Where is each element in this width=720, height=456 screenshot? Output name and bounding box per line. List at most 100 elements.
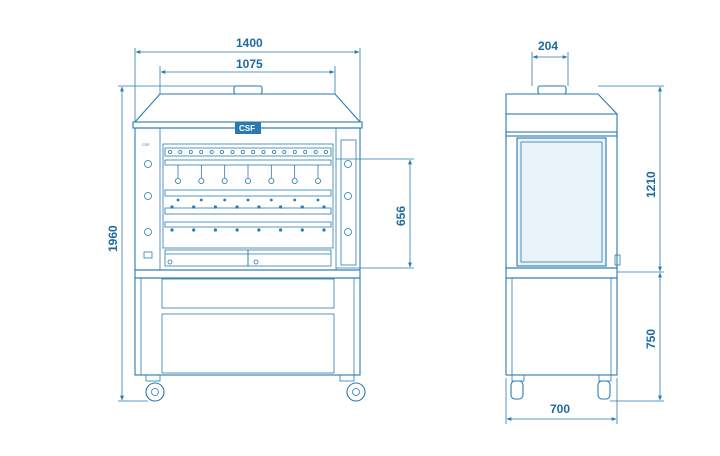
base-shelf <box>161 313 335 374</box>
burner-hole <box>235 205 239 209</box>
burner-hole <box>223 198 227 202</box>
dim-label-1210: 1210 <box>644 171 658 198</box>
burner-hole <box>199 149 204 154</box>
spit-hook-ring <box>221 177 228 184</box>
burner-hole <box>303 149 308 154</box>
burner-hole <box>209 149 214 154</box>
front-vent <box>233 85 263 95</box>
burner-hole <box>300 205 304 209</box>
burner-hole <box>178 149 183 154</box>
spit-hook-ring <box>291 177 298 184</box>
burner-hole <box>322 228 326 232</box>
side-castor-right <box>597 374 612 400</box>
control-switch <box>143 251 153 259</box>
right-side-column <box>340 139 357 266</box>
burner-hole <box>219 149 224 154</box>
spit-hook-ring <box>268 177 275 184</box>
lower-dots <box>170 205 326 209</box>
dim-label-1960: 1960 <box>106 225 120 252</box>
dim-label-656: 656 <box>394 206 408 226</box>
burner-hole <box>188 149 193 154</box>
spit-hook-ring <box>198 177 205 184</box>
control-knob <box>144 160 152 168</box>
dim-label-1075: 1075 <box>236 57 263 71</box>
burner-hole <box>230 149 235 154</box>
burner-hole <box>279 205 283 209</box>
side-knob <box>614 254 621 266</box>
side-base-top <box>505 267 618 279</box>
rotisserie-chamber <box>162 143 334 249</box>
burner-hole <box>313 149 318 154</box>
logo-text: CSF <box>239 124 255 133</box>
left-control-panel: CSF <box>142 142 153 259</box>
side-wheel-icon <box>344 192 352 200</box>
burner-hole <box>269 198 273 202</box>
spit-hook-ring <box>314 177 321 184</box>
front-view: CSF CSF <box>106 36 414 402</box>
burner-hole <box>240 149 245 154</box>
base-shelf <box>161 278 335 309</box>
burner-hole <box>271 149 276 154</box>
lower-spit-rail <box>164 207 332 215</box>
spit-hook-ring <box>244 177 251 184</box>
burner-hole <box>316 198 320 202</box>
drip-tray-left <box>164 249 249 267</box>
side-castor-left <box>510 374 525 400</box>
logo-plate <box>235 122 261 134</box>
burner-hole <box>257 205 261 209</box>
upper-spit-rail <box>164 159 332 166</box>
control-panel-badge: CSF <box>142 142 151 147</box>
side-wheel-icon <box>344 228 352 236</box>
burner-hole <box>282 149 287 154</box>
front-base-cabinet <box>134 277 361 376</box>
side-hood-band <box>505 113 618 137</box>
burner-hole <box>322 205 326 209</box>
burner-hole <box>279 228 283 232</box>
burner-hole <box>235 228 239 232</box>
side-wheel-icon <box>344 160 352 168</box>
burner-hole <box>170 205 174 209</box>
burner-hole <box>246 198 250 202</box>
side-view: 204 1210 750 700 <box>505 39 664 424</box>
tray-handle-icon <box>167 259 173 265</box>
front-base-top <box>134 269 361 279</box>
side-vent <box>537 85 567 95</box>
burner-hole <box>192 228 196 232</box>
tray-handle-icon <box>253 259 259 265</box>
dim-label-700: 700 <box>550 402 570 416</box>
control-knob <box>144 192 152 200</box>
dim-label-204: 204 <box>538 39 558 53</box>
burner-hole <box>167 149 172 154</box>
burner-hole <box>300 228 304 232</box>
bottom-dots <box>170 228 326 232</box>
control-knob <box>144 228 152 236</box>
middle-dots <box>176 198 320 202</box>
upper-spit-row <box>174 165 321 184</box>
drip-tray-right <box>247 249 332 267</box>
side-hood <box>505 93 619 115</box>
burner-hole <box>176 198 180 202</box>
burner-hole <box>192 205 196 209</box>
burner-hole <box>213 228 217 232</box>
burner-hole <box>292 149 297 154</box>
burner-hole <box>170 228 174 232</box>
spit-hook-ring <box>174 177 181 184</box>
burner-hole <box>323 149 328 154</box>
burner-hole <box>257 228 261 232</box>
bottom-spit-rail <box>164 221 332 228</box>
burner-hole <box>251 149 256 154</box>
dim-label-1400: 1400 <box>236 36 263 50</box>
top-burner-holes <box>167 149 328 154</box>
burner-hole <box>293 198 297 202</box>
front-castor-right <box>339 374 366 402</box>
burner-hole <box>199 198 203 202</box>
side-glass-panel <box>516 137 607 267</box>
side-base-cabinet <box>505 277 618 376</box>
front-hood <box>133 93 362 123</box>
burner-hole <box>213 205 217 209</box>
top-burner-row <box>164 147 332 157</box>
front-castor-left <box>145 374 165 402</box>
dim-label-750: 750 <box>644 329 658 349</box>
middle-spit-rail <box>164 189 332 197</box>
